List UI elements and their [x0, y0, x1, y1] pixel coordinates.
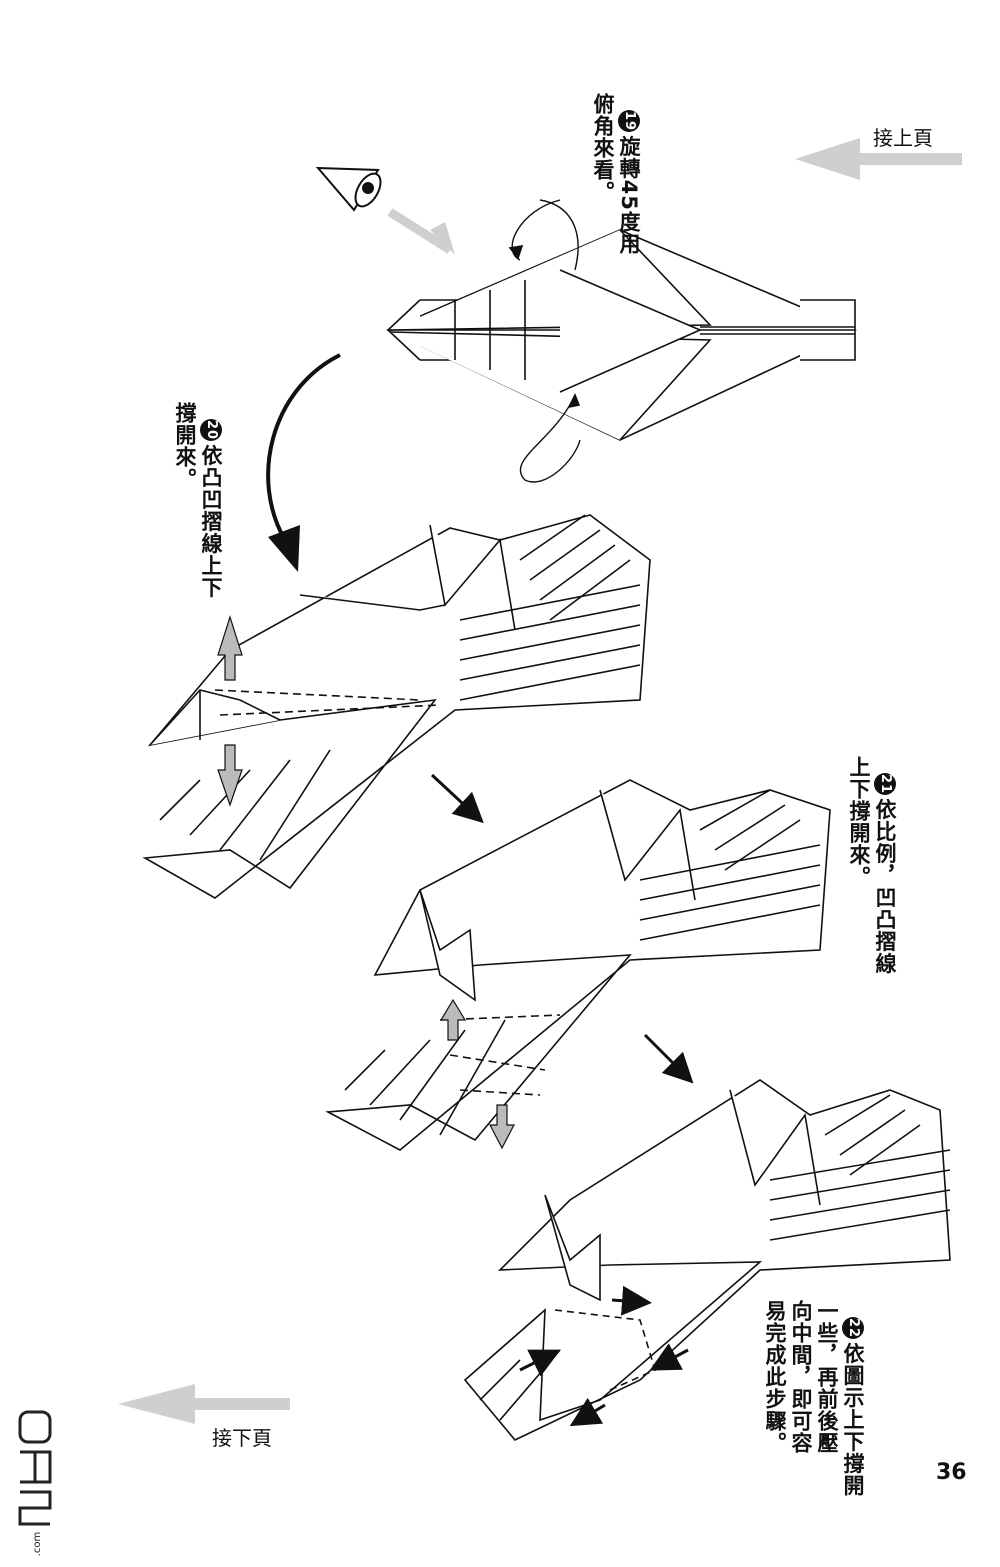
big-curved-arrow — [266, 353, 341, 572]
next-step-arrow-2 — [643, 1033, 694, 1084]
step22-text: 依圖示上下撐開 一些，再前後壓 向中間，即可容 易完成此步驟。 — [763, 1300, 865, 1497]
page-number: 36 — [936, 1460, 967, 1485]
dm5-watermark-logo: .com — [18, 1410, 52, 1557]
step20-dragon-model — [142, 514, 651, 899]
eye-viewpoint-icon — [315, 166, 455, 255]
next-step-arrow-1 — [430, 773, 484, 824]
step22-dragon-model — [463, 1079, 951, 1441]
step19-diamond-model — [386, 199, 857, 483]
step21-instruction: 21依比例，凹凸摺線 上下撐開來。 — [846, 756, 924, 975]
step21-number: 21 — [874, 772, 896, 795]
next-page-arrow[interactable] — [118, 1384, 290, 1424]
step21-dragon-model — [325, 779, 831, 1151]
step19-number: 19 — [618, 109, 640, 132]
prev-page-label[interactable]: 接上頁 — [873, 126, 933, 150]
step20-text: 依凸凹摺線上下 撐開來。 — [173, 402, 223, 599]
step20-instruction: 20依凸凹摺線上下 撐開來。 — [172, 402, 250, 599]
svg-text:.com: .com — [32, 1532, 43, 1557]
step21-text: 依比例，凹凸摺線 上下撐開來。 — [847, 756, 897, 975]
step22-number: 22 — [842, 1316, 864, 1339]
step19-instruction: 19旋轉45度用 俯角來看。 — [590, 93, 668, 255]
step22-instruction: 22依圖示上下撐開 一些，再前後壓 向中間，即可容 易完成此步驟。 — [762, 1300, 892, 1497]
step20-number: 20 — [200, 418, 222, 441]
prev-page-arrow[interactable] — [795, 138, 962, 180]
step19-text: 旋轉45度用 俯角來看。 — [591, 93, 641, 255]
next-page-label[interactable]: 接下頁 — [212, 1426, 272, 1450]
